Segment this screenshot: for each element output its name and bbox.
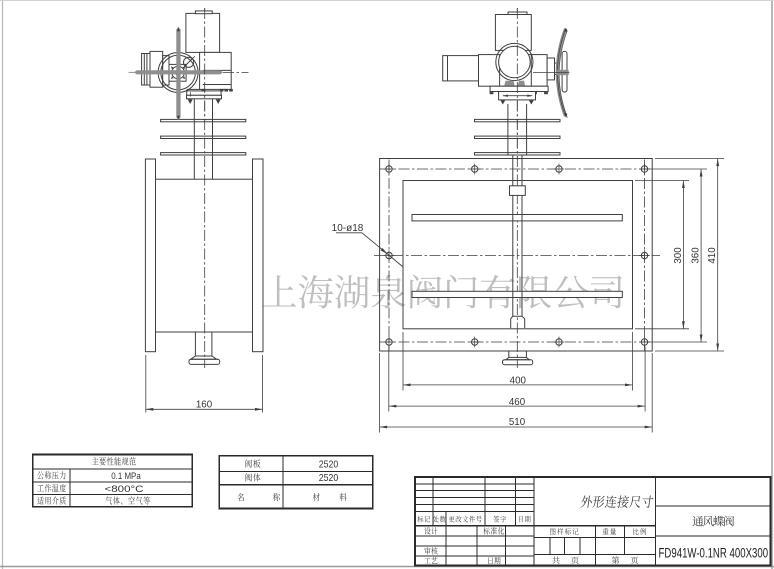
svg-text:410: 410 [706, 247, 718, 263]
svg-text:0.1 MPa: 0.1 MPa [111, 471, 141, 482]
svg-text:400: 400 [510, 374, 526, 386]
svg-text:FD941W-0.1NR 400X300: FD941W-0.1NR 400X300 [659, 546, 769, 562]
svg-text:510: 510 [509, 416, 525, 428]
svg-text:<800°C: <800°C [105, 484, 144, 495]
svg-text:360: 360 [690, 247, 702, 263]
svg-text:300: 300 [672, 247, 684, 263]
svg-text:160: 160 [196, 398, 212, 410]
svg-text:10-ø18: 10-ø18 [332, 223, 364, 234]
svg-text:2520: 2520 [319, 458, 339, 470]
svg-text:2520: 2520 [319, 472, 339, 484]
svg-text:460: 460 [509, 396, 525, 408]
